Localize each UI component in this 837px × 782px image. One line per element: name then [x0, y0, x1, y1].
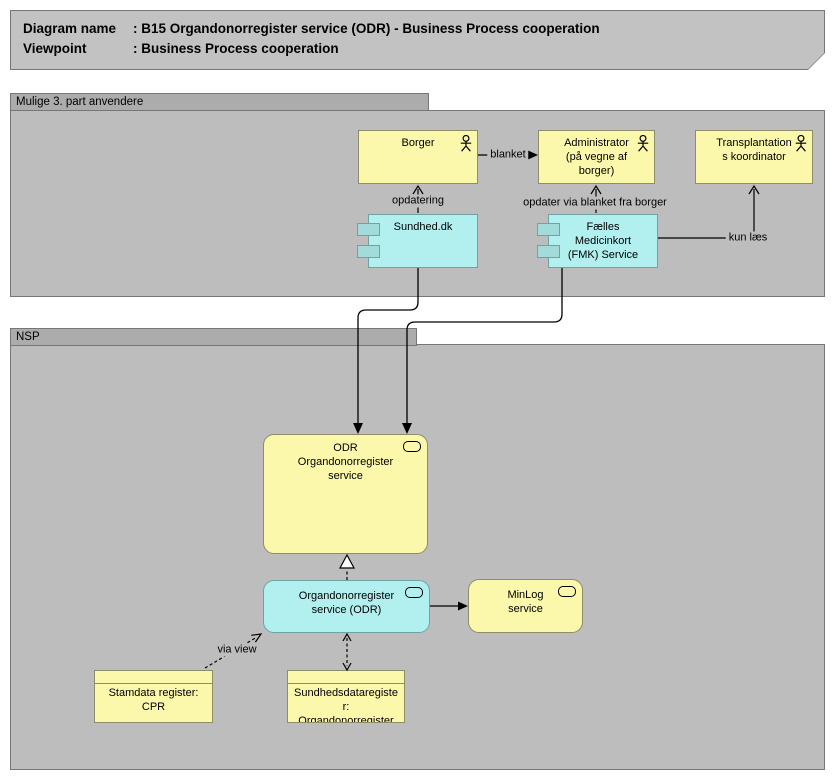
- group-nsp-label: NSP: [16, 331, 40, 343]
- viewpoint-label: Viewpoint: [23, 41, 87, 56]
- node-transplantation-label: Transplantation s koordinator: [716, 137, 792, 163]
- title-label: Diagram name: [23, 21, 117, 36]
- node-sundhedsdataregister[interactable]: Sundhedsdataregiste r: Organdonorregiste…: [287, 670, 405, 723]
- node-administrator-label: Administrator (på vegne af borger): [564, 137, 629, 177]
- viewpoint-value: : Business Process cooperation: [133, 41, 339, 56]
- node-transplantation[interactable]: Transplantation s koordinator: [695, 130, 813, 184]
- title-row-viewpoint: Viewpoint : Business Process cooperation: [23, 39, 824, 59]
- node-sundhedsdataregister-label: Sundhedsdataregiste r: Organdonorregiste…: [294, 687, 398, 723]
- group-nsp-tab[interactable]: NSP: [10, 328, 417, 346]
- actor-icon: [637, 135, 649, 152]
- node-fmk-service[interactable]: Fælles Medicinkort (FMK) Service: [537, 214, 658, 268]
- node-stamdata-register[interactable]: Stamdata register: CPR: [94, 670, 213, 723]
- service-icon: [405, 587, 423, 598]
- object-band: [288, 671, 404, 684]
- title-note: Diagram name : B15 Organdonorregister se…: [10, 10, 825, 70]
- group-third-party-label: Mulige 3. part anvendere: [16, 96, 144, 108]
- node-odr-business-service-label: ODR Organdonorregister service: [297, 442, 394, 482]
- edge-label-opdatering: opdatering: [389, 194, 447, 208]
- group-third-party-tab[interactable]: Mulige 3. part anvendere: [10, 93, 429, 111]
- service-icon: [403, 441, 421, 452]
- component-port-icon: [357, 223, 380, 236]
- node-administrator[interactable]: Administrator (på vegne af borger): [538, 130, 655, 184]
- node-borger[interactable]: Borger: [358, 130, 478, 184]
- node-minlog-service[interactable]: MinLog service: [468, 579, 583, 633]
- node-stamdata-register-label: Stamdata register: CPR: [108, 687, 199, 713]
- component-port-icon: [537, 245, 560, 258]
- edge-label-kun-laes: kun læs: [725, 231, 771, 245]
- component-port-icon: [357, 245, 380, 258]
- node-fmk-service-label: Fælles Medicinkort (FMK) Service: [567, 221, 639, 261]
- node-minlog-service-label: MinLog service: [507, 589, 544, 615]
- object-band: [95, 671, 212, 684]
- node-odr-app-service-label: Organdonorregister service (ODR): [298, 590, 395, 616]
- node-odr-business-service[interactable]: ODR Organdonorregister service: [263, 434, 428, 554]
- component-port-icon: [537, 223, 560, 236]
- actor-icon: [460, 135, 472, 152]
- edge-label-via-view: via view: [214, 643, 260, 657]
- title-note-body: Diagram name : B15 Organdonorregister se…: [11, 11, 824, 69]
- service-icon: [558, 586, 576, 597]
- title-row-diagram-name: Diagram name : B15 Organdonorregister se…: [23, 19, 824, 39]
- node-sundhed-dk[interactable]: Sundhed.dk: [357, 214, 478, 268]
- edge-label-blanket: blanket: [487, 148, 529, 162]
- edge-label-opdater-via-blanket: opdater via blanket fra borger: [520, 196, 670, 210]
- node-sundhed-dk-label: Sundhed.dk: [393, 221, 453, 233]
- node-odr-app-service[interactable]: Organdonorregister service (ODR): [263, 580, 430, 633]
- node-borger-label: Borger: [401, 137, 435, 149]
- title-value: : B15 Organdonorregister service (ODR) -…: [133, 21, 600, 36]
- actor-icon: [795, 135, 807, 152]
